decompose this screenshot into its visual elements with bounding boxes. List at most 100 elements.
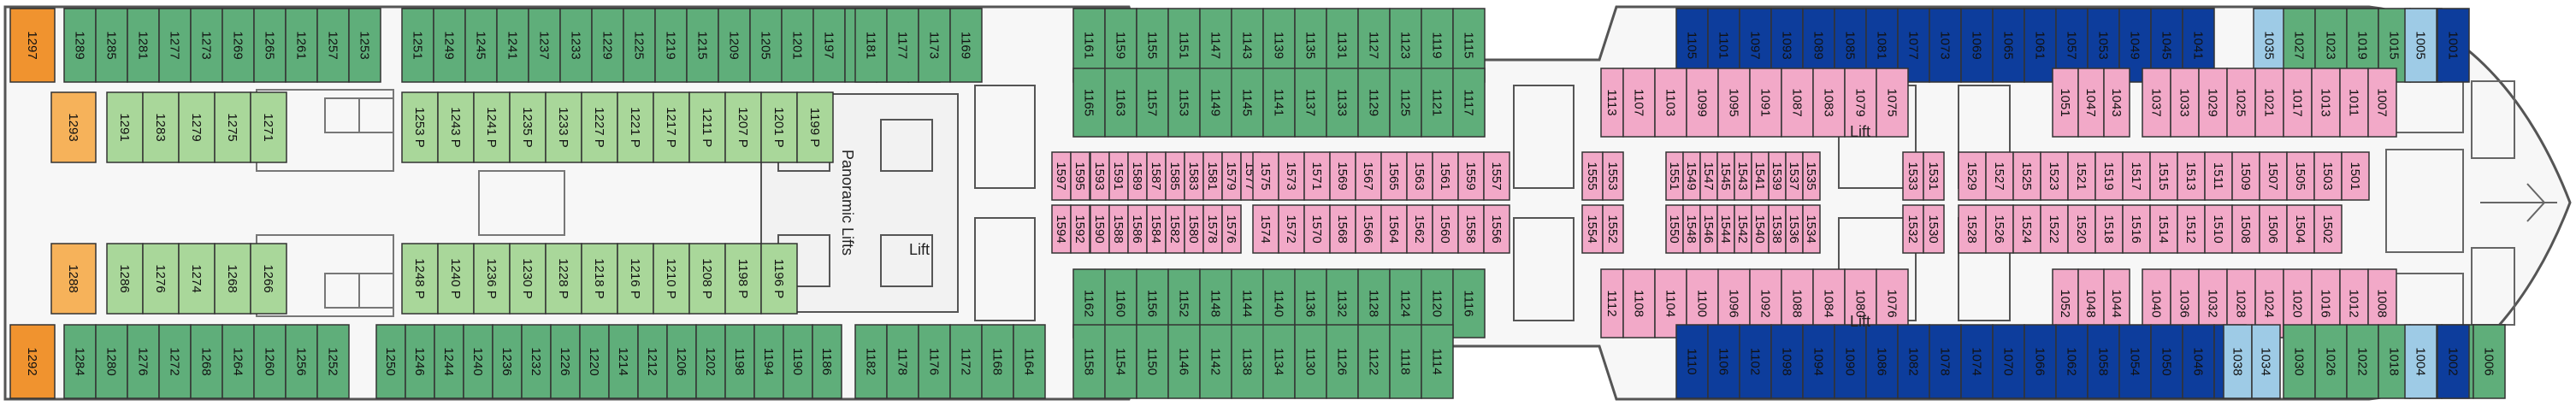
cabin-1276[interactable] xyxy=(127,324,160,399)
cabin-1129[interactable] xyxy=(1357,68,1391,138)
cabin-1570[interactable] xyxy=(1303,204,1331,254)
cabin-1563[interactable] xyxy=(1406,151,1433,201)
cabin-1501[interactable] xyxy=(2341,151,2370,201)
cabin-1240[interactable] xyxy=(463,324,493,399)
cabin-1091[interactable] xyxy=(1749,68,1782,138)
cabin-1297[interactable] xyxy=(9,8,56,83)
cabin-1211-P[interactable] xyxy=(688,91,726,163)
cabin-1279[interactable] xyxy=(178,91,216,163)
cabin-1118[interactable] xyxy=(1389,324,1422,399)
cabin-1233-P[interactable] xyxy=(545,91,582,163)
cabin-1284[interactable] xyxy=(63,324,97,399)
cabin-1271[interactable] xyxy=(250,91,287,163)
cabin-1133[interactable] xyxy=(1326,68,1359,138)
cabin-1069[interactable] xyxy=(1960,8,1994,83)
cabin-1292[interactable] xyxy=(9,324,56,399)
cabin-1232[interactable] xyxy=(521,324,552,399)
cabin-1142[interactable] xyxy=(1199,324,1232,399)
cabin-1108[interactable] xyxy=(1622,268,1656,338)
cabin-1531[interactable] xyxy=(1923,151,1945,201)
cabin-1528[interactable] xyxy=(1958,204,1987,254)
cabin-1005[interactable] xyxy=(2404,8,2437,83)
cabin-1082[interactable] xyxy=(1897,324,1930,399)
cabin-1083[interactable] xyxy=(1812,68,1846,138)
cabin-1532[interactable] xyxy=(1902,204,1924,254)
cabin-1087[interactable] xyxy=(1781,68,1814,138)
cabin-1051[interactable] xyxy=(2052,68,2079,138)
cabin-1061[interactable] xyxy=(2024,8,2057,83)
cabin-1592[interactable] xyxy=(1070,204,1090,254)
cabin-1511[interactable] xyxy=(2204,151,2233,201)
cabin-1529[interactable] xyxy=(1958,151,1987,201)
cabin-1209[interactable] xyxy=(718,8,751,83)
cabin-1194[interactable] xyxy=(753,324,784,399)
cabin-1079[interactable] xyxy=(1844,68,1877,138)
cabin-1098[interactable] xyxy=(1770,324,1804,399)
cabin-1062[interactable] xyxy=(2055,324,2089,399)
cabin-1503[interactable] xyxy=(2313,151,2343,201)
cabin-1218-P[interactable] xyxy=(581,243,618,315)
cabin-1130[interactable] xyxy=(1294,324,1327,399)
cabin-1269[interactable] xyxy=(222,8,255,83)
cabin-1017[interactable] xyxy=(2283,68,2313,138)
cabin-1177[interactable] xyxy=(886,8,919,83)
cabin-1250[interactable] xyxy=(375,324,406,399)
cabin-1236[interactable] xyxy=(492,324,523,399)
cabin-1186[interactable] xyxy=(812,324,842,399)
cabin-1240-P[interactable] xyxy=(437,243,475,315)
cabin-1058[interactable] xyxy=(2087,324,2120,399)
cabin-1567[interactable] xyxy=(1355,151,1382,201)
cabin-1268[interactable] xyxy=(214,243,251,315)
cabin-1221-P[interactable] xyxy=(617,91,654,163)
cabin-1252[interactable] xyxy=(316,324,350,399)
cabin-1509[interactable] xyxy=(2231,151,2260,201)
cabin-1201-P[interactable] xyxy=(760,91,798,163)
cabin-1229[interactable] xyxy=(591,8,624,83)
cabin-1288[interactable] xyxy=(50,243,97,315)
cabin-1253[interactable] xyxy=(348,8,381,83)
cabin-1272[interactable] xyxy=(158,324,192,399)
cabin-1002[interactable] xyxy=(2437,324,2470,399)
cabin-1265[interactable] xyxy=(253,8,287,83)
cabin-1125[interactable] xyxy=(1389,68,1422,138)
cabin-1169[interactable] xyxy=(949,8,983,83)
cabin-1535[interactable] xyxy=(1802,151,1821,201)
cabin-1227-P[interactable] xyxy=(581,91,618,163)
cabin-1515[interactable] xyxy=(2149,151,2178,201)
cabin-1075[interactable] xyxy=(1876,68,1909,138)
cabin-1121[interactable] xyxy=(1421,68,1454,138)
cabin-1502[interactable] xyxy=(2313,204,2343,254)
cabin-1565[interactable] xyxy=(1380,151,1408,201)
cabin-1212[interactable] xyxy=(637,324,668,399)
cabin-1557[interactable] xyxy=(1483,151,1510,201)
cabin-1514[interactable] xyxy=(2149,204,2178,254)
cabin-1004[interactable] xyxy=(2404,324,2437,399)
cabin-1038[interactable] xyxy=(2223,324,2253,399)
cabin-1245[interactable] xyxy=(464,8,498,83)
cabin-1086[interactable] xyxy=(1865,324,1899,399)
cabin-1001[interactable] xyxy=(2437,8,2470,83)
cabin-1244[interactable] xyxy=(434,324,464,399)
cabin-1112[interactable] xyxy=(1600,268,1624,338)
cabin-1251[interactable] xyxy=(401,8,434,83)
cabin-1050[interactable] xyxy=(2150,324,2183,399)
cabin-1558[interactable] xyxy=(1457,204,1485,254)
cabin-1293[interactable] xyxy=(50,91,97,163)
cabin-1073[interactable] xyxy=(1929,8,1962,83)
cabin-1172[interactable] xyxy=(949,324,983,399)
cabin-1273[interactable] xyxy=(190,8,223,83)
cabin-1070[interactable] xyxy=(1992,324,2025,399)
cabin-1510[interactable] xyxy=(2204,204,2233,254)
cabin-1217-P[interactable] xyxy=(653,91,690,163)
cabin-1196-P[interactable] xyxy=(760,243,798,315)
cabin-1106[interactable] xyxy=(1707,324,1740,399)
cabin-1198[interactable] xyxy=(724,324,755,399)
cabin-1021[interactable] xyxy=(2254,68,2284,138)
cabin-1199-P[interactable] xyxy=(796,91,834,163)
cabin-1521[interactable] xyxy=(2067,151,2096,201)
cabin-1274[interactable] xyxy=(178,243,216,315)
cabin-1145[interactable] xyxy=(1231,68,1264,138)
cabin-1150[interactable] xyxy=(1136,324,1169,399)
cabin-1571[interactable] xyxy=(1303,151,1331,201)
cabin-1176[interactable] xyxy=(918,324,951,399)
